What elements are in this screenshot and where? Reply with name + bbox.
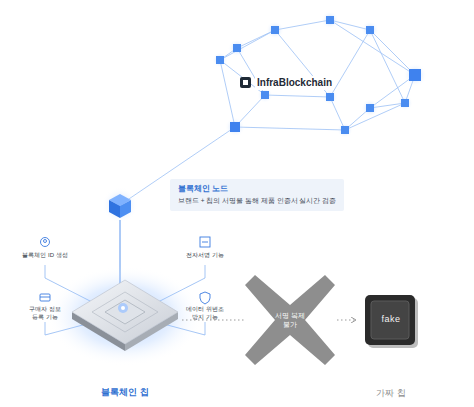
chip-title: 블록체인 칩 <box>70 386 180 399</box>
feature-label: 데이터 위변조 방지 기능 <box>185 305 225 321</box>
infra-logo <box>240 77 251 88</box>
feature-label: 전자서명 기능 <box>186 251 224 259</box>
feature-label: 구매자 정보 등록 기능 <box>27 305 63 321</box>
chip-illustration <box>47 266 203 366</box>
node-callout: 블록체인 노드브랜드 + 칩의 서명을 통해 제품 인증서 실시간 검증 <box>170 179 344 211</box>
fake-title: 가짜 칩 <box>357 387 425 400</box>
network-lines <box>120 20 415 205</box>
cross-bar <box>245 275 335 365</box>
fake-chip: fake 가짜 칩 <box>357 285 425 403</box>
dotted-connector <box>337 320 356 321</box>
fake-text: fake <box>357 314 425 324</box>
fake-chip-shape <box>357 285 425 365</box>
chip-node: 블록체인 칩 <box>70 270 180 402</box>
cross-text: 서명 복제 불가 <box>272 311 308 330</box>
node-body: 브랜드 + 칩의 서명을 통해 제품 인증서 실시간 검증 <box>178 197 336 205</box>
feature-label: 블록체인 ID 생성 <box>22 251 67 259</box>
network-cubes <box>212 11 427 138</box>
cross-mark: 서명 복제 불가 <box>245 275 335 365</box>
cross-shape <box>245 275 335 365</box>
node-heading: 블록체인 노드 <box>178 184 336 194</box>
brand-name: InfraBlockchain <box>255 76 334 90</box>
